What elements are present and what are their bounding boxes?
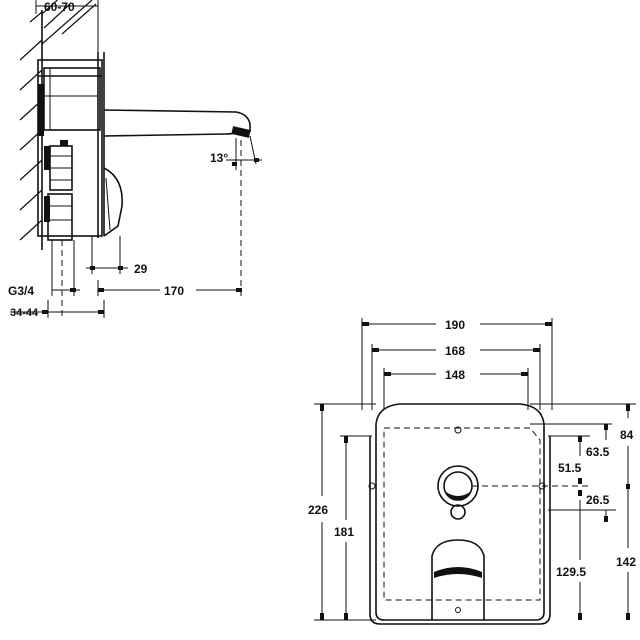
plate-height-label: 226: [308, 503, 328, 517]
plate-width-label: 190: [445, 318, 465, 332]
top-to-center-b-label: 63.5: [586, 445, 610, 459]
cover-plate-side: [103, 52, 123, 237]
center-to-bottom-a-label: 129.5: [556, 565, 586, 579]
mount-width-label: 148: [445, 368, 465, 382]
spout-projection-label: 170: [164, 284, 184, 298]
inner-width-label: 168: [445, 344, 465, 358]
connection-range-label: 34-44: [10, 307, 39, 319]
center-to-bottom-b-label: 142: [616, 555, 636, 569]
front-view: 190 168 148: [308, 316, 636, 625]
connection-thread-label: G3/4: [8, 284, 34, 298]
center-offset-label: 26.5: [586, 493, 610, 507]
housing-body: [37, 52, 103, 241]
wall-depth-label: 60-70: [44, 0, 75, 14]
spout-front: [431, 539, 485, 620]
top-to-center-c-label: 51.5: [558, 461, 582, 475]
side-view: 60-70: [8, 0, 262, 319]
cover-plate-front: [368, 403, 551, 625]
top-to-center-a-label: 84: [620, 428, 634, 442]
spout-angle-label: 13°: [210, 151, 228, 165]
spout: [103, 109, 251, 138]
wall-hatching: [19, 0, 97, 241]
sensor-window: [437, 465, 588, 520]
inlet-offset-label: 29: [134, 262, 148, 276]
inner-height-label: 181: [334, 525, 354, 539]
